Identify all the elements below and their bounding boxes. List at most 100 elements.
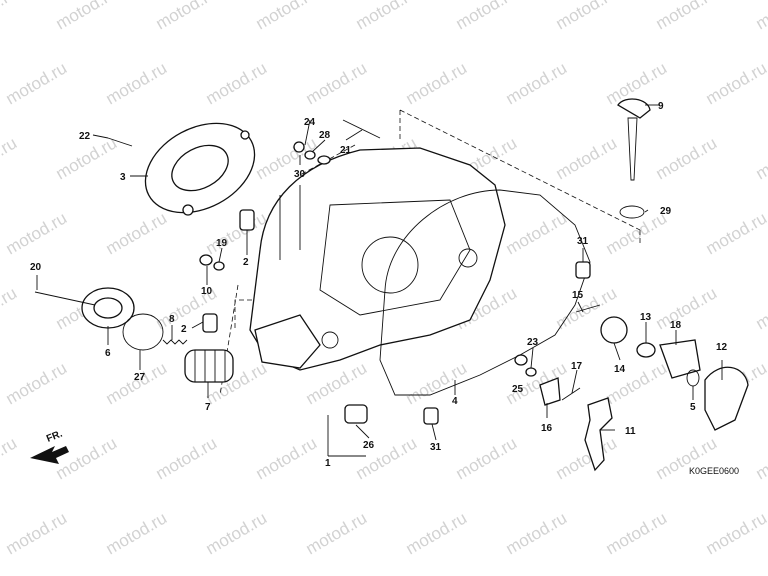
watermark-text: motod.ru [703,208,768,258]
part-24-nut [293,141,305,153]
part-10-nut [199,254,213,266]
part-13-seal [636,342,656,358]
watermark-text: motod.ru [0,133,20,183]
watermark-text: motod.ru [753,133,768,183]
watermark-text: motod.ru [453,0,521,33]
part-3-outer-cover [144,122,256,216]
watermark-text: motod.ru [0,433,20,483]
callout-29: 29 [660,206,672,217]
callout-28: 28 [319,130,331,141]
watermark-text: motod.ru [603,358,671,408]
watermark-text: motod.ru [703,58,768,108]
part-14-arm [600,316,628,344]
watermark-text: motod.ru [303,58,371,108]
callout-24: 24 [304,117,316,128]
callout-11: 11 [625,426,636,437]
callout-14: 14 [614,364,626,375]
watermark-text: motod.ru [403,58,471,108]
callout-13: 13 [640,312,652,323]
part-29-o-ring [619,205,645,219]
watermark-text: motod.ru [103,58,171,108]
part-15-bolt [575,304,601,313]
watermark-text: motod.ru [653,283,721,333]
callout-20: 20 [30,262,42,273]
watermark-text: motod.ru [153,433,221,483]
callout-9: 9 [658,101,664,112]
watermark-text: motod.ru [303,508,371,558]
part-23-washer [525,367,537,377]
watermark-text: motod.ru [53,433,121,483]
watermark-text: motod.ru [53,0,121,33]
leader-lines [36,104,723,457]
part-12-cover [704,366,749,431]
watermark-text: motod.ru [3,358,71,408]
callout-16: 16 [541,423,553,434]
watermark-text: motod.ru [403,508,471,558]
callout-19: 19 [216,238,228,249]
part-28-washer [304,150,316,160]
part-21-bolt [342,119,381,139]
assembly-guide-lines [219,109,641,396]
part-17-pin [561,387,581,401]
front-arrow-icon [30,446,69,464]
callout-31-bottom: 31 [430,442,442,453]
callout-10: 10 [201,286,213,297]
part-25-washer [514,354,528,366]
watermark-text: motod.ru [203,58,271,108]
part-26-bushing [344,404,368,424]
part-19-washer [213,261,225,271]
callout-25: 25 [512,384,524,395]
watermark-text: motod.ru [553,133,621,183]
part-16-clip [539,377,561,406]
watermark-text: motod.ru [3,208,71,258]
callout-22: 22 [79,131,91,142]
callout-27: 27 [134,372,146,383]
callout-2-upper: 2 [243,257,249,268]
part-2-dowel-upper [239,209,255,231]
part-27-o-ring [122,313,164,351]
watermark-text: motod.ru [0,283,20,333]
callout-6: 6 [105,348,111,359]
part-1-crankcase-cover [249,147,506,371]
watermark-text: motod.ru [103,208,171,258]
callout-30: 30 [294,169,306,180]
callout-21: 21 [340,145,352,156]
watermark-text: motod.ru [353,0,421,33]
watermark-text: motod.ru [203,508,271,558]
callout-7: 7 [205,402,211,413]
watermark-text: motod.ru [753,433,768,483]
callout-1: 1 [325,458,331,469]
watermark-text: motod.ru [503,58,571,108]
part-20-bolt [34,291,96,306]
watermark-text: motod.ru [3,508,71,558]
watermark-text: motod.ru [103,508,171,558]
watermark-text: motod.ru [253,0,321,33]
watermark-text: motod.ru [553,0,621,33]
part-7-oil-filter [184,349,234,383]
watermark-text: motod.ru [753,0,768,33]
callout-labels: 1 2 2 3 4 5 6 7 8 9 10 11 12 13 14 15 16… [30,101,728,469]
callout-26: 26 [363,440,375,451]
watermark-text: motod.ru [503,208,571,258]
watermark-text: motod.ru [253,433,321,483]
callout-17: 17 [571,361,583,372]
part-2-dowel-lower [202,313,218,333]
watermark-text: motod.ru [103,358,171,408]
front-label: FR. [45,428,64,444]
part-8-spring [162,339,188,345]
watermark-text: motod.ru [703,508,768,558]
figure-code: K0GEE0600 [689,466,739,476]
part-31-dowel-right [575,261,591,279]
part-11-lever [584,397,613,472]
callout-15: 15 [572,290,584,301]
watermark-text: motod.ru [653,133,721,183]
part-30-washer [317,155,331,165]
watermark-text: motod.ru [3,58,71,108]
part-9-dipstick [617,98,651,181]
callout-2-lower: 2 [181,324,187,335]
callout-12: 12 [716,342,728,353]
watermark-text: motod.ru [153,0,221,33]
part-31-dowel-bottom [423,407,439,425]
watermark-text: motod.ru [653,0,721,33]
